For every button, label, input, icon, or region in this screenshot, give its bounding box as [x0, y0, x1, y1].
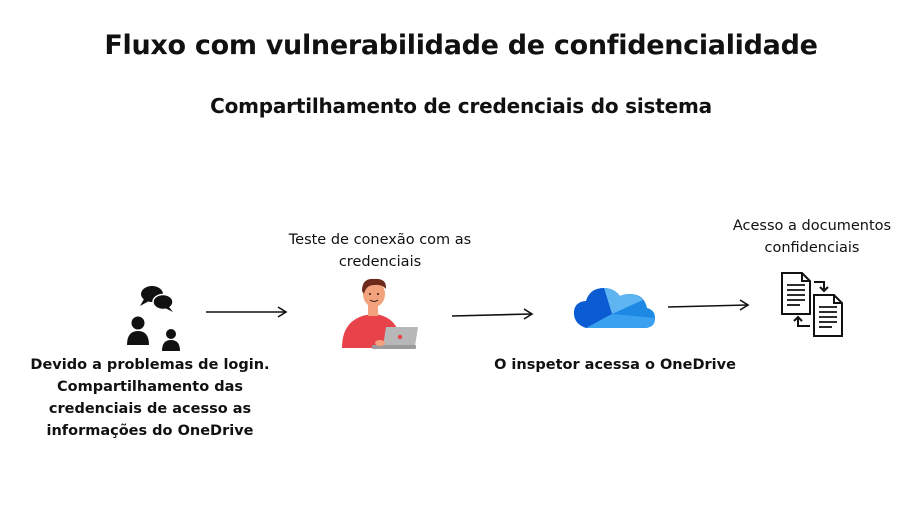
- page-subtitle: Compartilhamento de credenciais do siste…: [210, 94, 712, 118]
- step-inspector-access-label: O inspetor acessa o OneDrive: [494, 357, 736, 373]
- flow-arrow-1: [206, 306, 288, 318]
- chat-users-icon: [127, 286, 180, 351]
- documents-exchange-icon: [781, 272, 843, 337]
- step-connection-test-label: Teste de conexão com as credenciais: [288, 232, 472, 270]
- flow-arrow-2: [451, 308, 534, 320]
- flow-arrow-3: [667, 299, 750, 311]
- step-document-access-label: Acesso a documentos confidenciais: [732, 218, 892, 256]
- step-login-problem-label: Devido a problemas de login. Compartilha…: [30, 357, 270, 439]
- onedrive-cloud-icon: [574, 288, 655, 328]
- page-title: Fluxo com vulnerabilidade de confidencia…: [104, 30, 818, 61]
- person-laptop-icon: [342, 278, 418, 349]
